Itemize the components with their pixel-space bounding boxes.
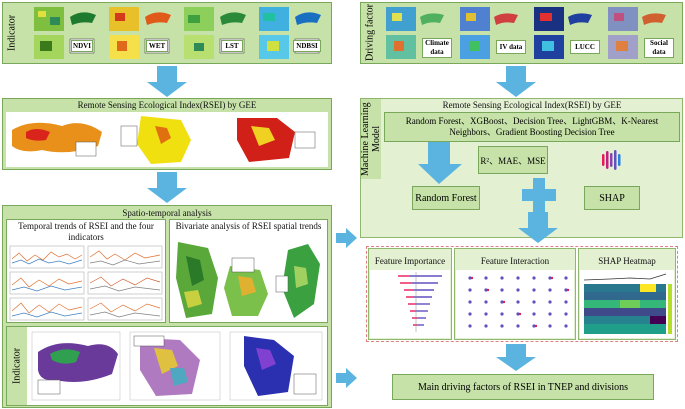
climate-maps [386,7,444,59]
arrow-down-icon [496,66,536,97]
iv-maps [460,7,518,59]
arrow-right-icon [336,228,357,248]
temporal-trends-title: Temporal trends of RSEI and the four ind… [18,221,154,242]
conclusion-box: Main driving factors of RSEI in TNEP and… [392,374,654,400]
temporal-line-charts [9,245,163,321]
ml-label: Machine Learning Model [360,99,382,179]
indicator-maps [34,7,321,59]
shap-logo-icon [602,150,621,170]
social-maps [608,7,666,59]
bivariate-maps [176,242,320,318]
rsei-map-images [12,116,316,164]
shap-heatmap-plot [580,270,674,338]
arrow-down-icon [147,66,187,97]
feature-importance-plot [370,270,450,338]
bottom-indicator-label: Indicator [7,327,27,405]
random-forest-box: Random Forest [412,186,480,210]
ndbsi-tag: NDBSI [293,40,321,52]
arrow-right-icon [336,368,357,388]
indicator-thumbnails [30,5,330,62]
indicator-label: Indicator [6,14,18,52]
driving-factor-label: Driving factor [364,4,376,62]
rsei-map-2 [120,116,191,164]
rsei-title-left: Remote Sensing Ecological Index(RSEI) by… [77,100,257,110]
shap-heatmap-title: SHAP Heatmap [598,256,656,266]
models-box: Random Forest、XGBoost、Decision Tree、Ligh… [384,112,680,142]
bottom-indicator-maps [31,331,323,401]
feature-importance-title: Feature Importance [374,256,446,266]
feature-interaction-plot [456,270,574,338]
iv-data-tag: IV data [496,40,526,54]
analysis-panels [366,246,678,342]
arrow-down-icon [418,142,462,184]
plus-icon [522,178,556,212]
shap-box: SHAP [584,186,640,210]
temporal-trends-panel [6,219,166,323]
driving-factor-maps [386,7,666,59]
bivariate-title: Bivariate analysis of RSEI spatial trend… [175,221,322,231]
climate-data-tag: Climate data [422,38,452,58]
lucc-maps [534,7,592,59]
arrow-down-icon [518,212,558,243]
arrow-down-icon [496,344,536,371]
rsei-map-3 [237,118,316,162]
spatio-temporal-title: Spatio-temporal analysis [122,208,212,218]
lucc-tag: LUCC [570,40,600,54]
metrics-box: R²、MAE、MSE [478,146,548,174]
wet-tag: WET [146,40,168,52]
social-data-tag: Social data [644,38,674,58]
rsei-maps-left [6,112,328,167]
arrow-down-icon [147,172,187,203]
ndvi-tag: NDVI [71,40,93,52]
rsei-title-right: Remote Sensing Ecological Index(RSEI) by… [442,100,622,110]
feature-interaction-title: Feature Interaction [480,256,550,266]
rsei-map-1 [12,122,102,157]
lst-tag: LST [221,40,243,52]
